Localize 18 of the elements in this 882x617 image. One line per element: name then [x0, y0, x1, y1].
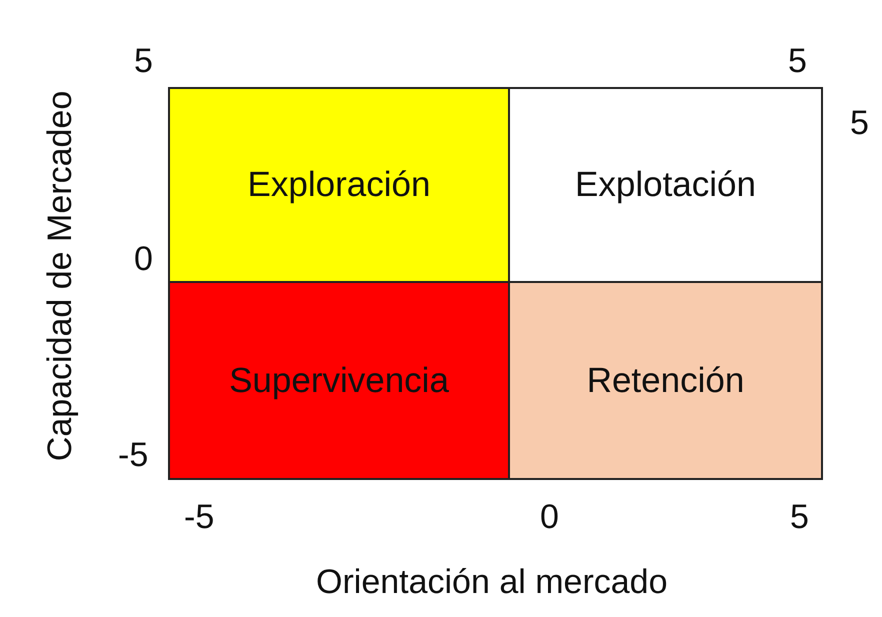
axis-title: Capacidad de Mercadeo [43, 90, 78, 462]
quadrant-cell [168, 87, 510, 283]
quadrant-cell [168, 281, 510, 480]
axis-tick-label: 5 [134, 44, 153, 78]
axis-title: Orientación al mercado [316, 565, 668, 599]
quadrant-label: Explotación [575, 165, 756, 205]
quadrant-label: Supervivencia [229, 360, 449, 400]
axis-tick-label: 0 [540, 500, 559, 534]
quadrant-label: Exploración [248, 165, 430, 205]
axis-tick-label: 5 [788, 44, 807, 78]
axis-tick-label: 5 [850, 106, 869, 140]
quadrant-cell [508, 281, 823, 480]
axis-tick-label: 5 [790, 500, 809, 534]
axis-tick-label: -5 [184, 500, 214, 534]
quadrant-cell [508, 87, 823, 283]
axis-tick-label: 0 [134, 242, 153, 276]
quadrant-label: Retención [586, 360, 744, 400]
axis-tick-label: -5 [118, 438, 148, 472]
